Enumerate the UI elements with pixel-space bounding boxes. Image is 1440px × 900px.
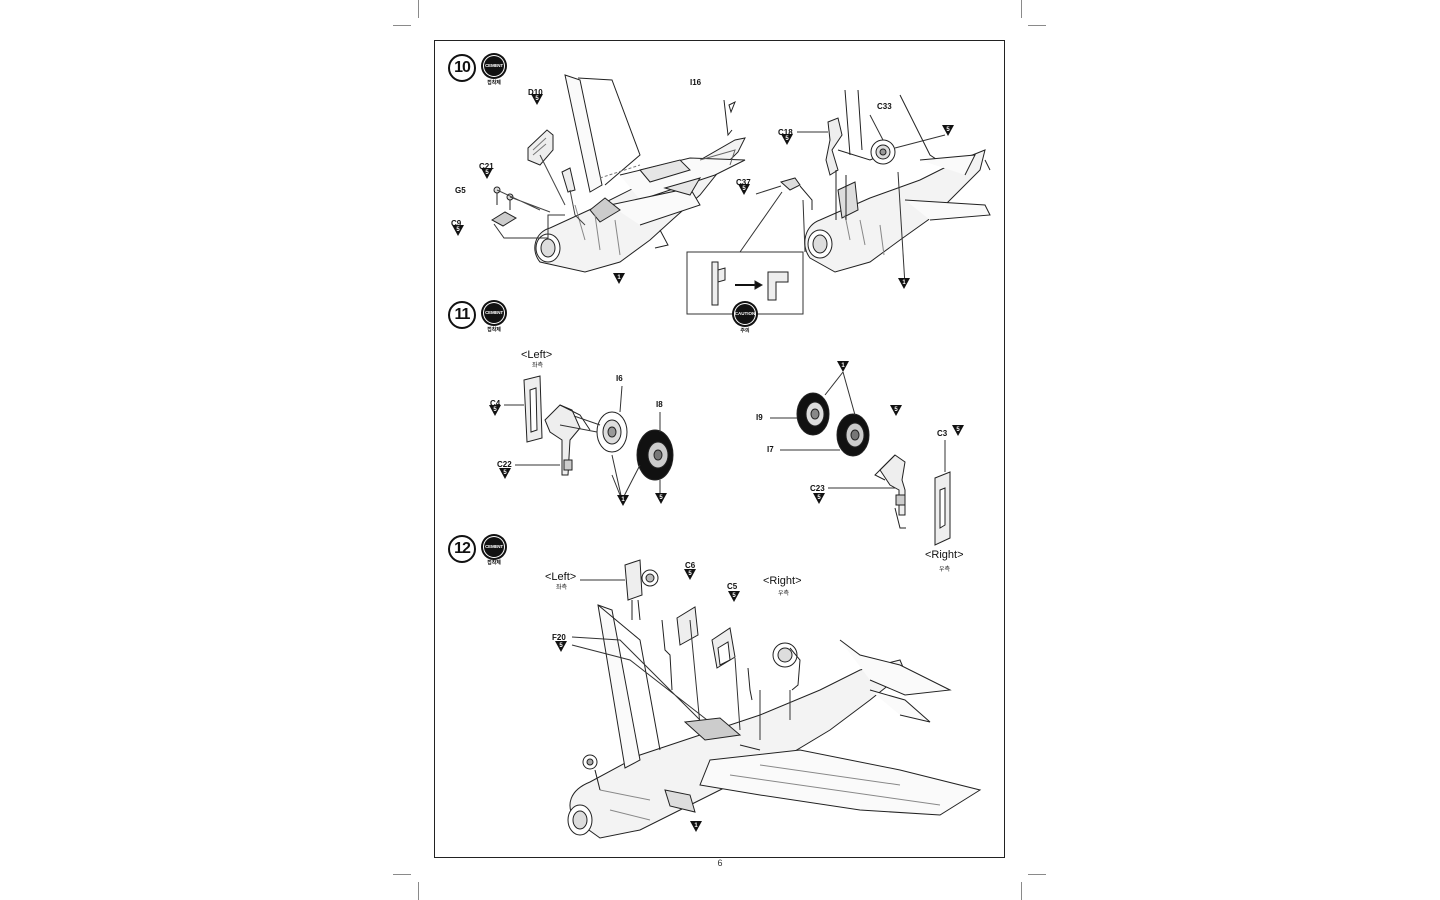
crop-mark [1028,874,1046,875]
step-number-12: 12 [448,535,476,563]
caution-sub-label: 주의 [740,328,750,334]
part-label-i9: I9 [756,413,763,422]
part-label-c37: C37 [736,178,751,187]
cement-sub-label: 접착제 [487,327,501,333]
part-label-c21: C21 [479,162,494,171]
part-d10 [527,129,554,166]
part-label-f20: F20 [552,633,566,642]
part-label-i8: I8 [656,400,663,409]
part-label-i6: I6 [616,374,623,383]
step-number-11: 11 [448,301,476,329]
side-label-left: <Left> [545,571,577,583]
side-label-right: <Right> [925,549,964,561]
part-label-c9: C9 [451,219,462,228]
part-label-c18: C18 [778,128,793,137]
part-label-i16: I16 [690,78,702,87]
part-c21 [561,167,576,193]
side-label-left: <Left> [521,349,553,361]
cement-icon: CEMENT [483,55,505,77]
side-sub-right: 우측 [778,591,790,597]
step-number-10: 10 [448,54,476,82]
cement-icon: CEMENT [483,536,505,558]
part-label-c23: C23 [810,484,825,493]
crop-mark [418,882,419,900]
side-sub-right: 우측 [939,567,951,573]
caution-icon: CAUTION [734,303,756,325]
side-sub-left: 좌측 [556,585,568,591]
crop-mark [418,0,419,18]
part-label-c4: C4 [490,399,501,408]
cement-icon: CEMENT [483,302,505,324]
crop-mark [1028,25,1046,26]
part-label-c6: C6 [685,561,696,570]
side-label-right: <Right> [763,575,802,587]
page-number: 6 [717,858,723,868]
part-c6-door [676,606,699,646]
crop-mark [1021,0,1022,18]
crop-mark [393,874,411,875]
part-c9 [491,211,517,227]
part-label-c22: C22 [497,460,512,469]
part-label-c33: C33 [877,102,892,111]
step10-fuselage-right [804,89,991,273]
side-sub-left: 좌측 [532,363,544,369]
step12-airframe [567,604,982,839]
crop-mark [393,25,411,26]
cement-sub-label: 접착제 [487,560,501,566]
part-label-d10: D10 [528,88,543,97]
part-c18-strut [825,117,843,176]
part-label-c5: C5 [727,582,738,591]
part-c37 [779,177,801,191]
part-label-g5: G5 [455,186,466,195]
part-left-gear-assembly [624,559,643,601]
crop-mark [1021,882,1022,900]
step10-fuselage-left [534,74,746,273]
part-label-i7: I7 [767,445,774,454]
right-main-strut [879,454,906,516]
part-label-c3: C3 [937,429,948,438]
cement-sub-label: 접착제 [487,80,501,86]
